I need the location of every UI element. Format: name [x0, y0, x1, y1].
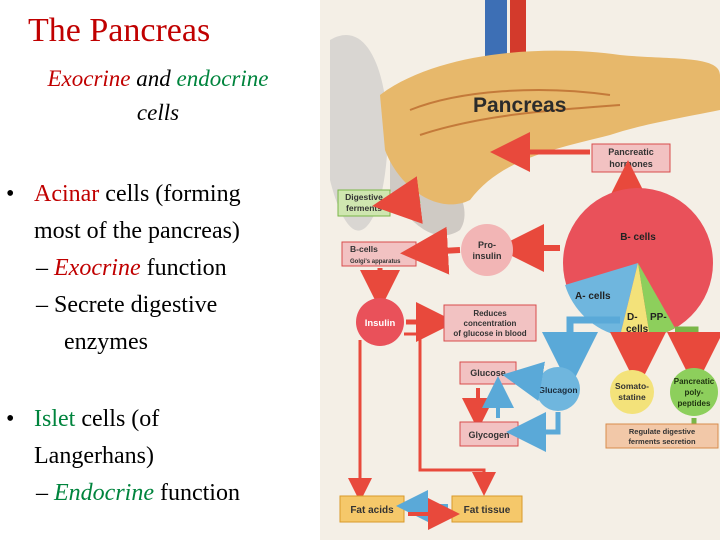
sub-endocrine-text: function	[153, 480, 240, 506]
subtitle-word-cells: cells	[136, 100, 180, 125]
reduces-box	[443, 304, 537, 342]
peptides-label-3: peptides	[678, 399, 711, 408]
sub-dash: –	[36, 255, 54, 281]
regulate-label-2: ferments secretion	[628, 437, 696, 446]
glucagon-circle	[536, 367, 580, 411]
diagram-svg: Pancreas Pancreatic hormones Digestive f…	[320, 0, 720, 540]
insulin-circle	[356, 298, 404, 346]
peptides-label-1: Pancreatic	[674, 377, 715, 386]
insulin-label: Insulin	[365, 318, 396, 329]
islet-pie-dcells	[620, 263, 650, 339]
bullet-dot: •	[6, 181, 15, 207]
sub-bullet-endocrine: – Endocrine function	[6, 475, 316, 512]
arrow-insulin-to-fat-tissue	[404, 332, 496, 496]
sub-dash: –	[36, 480, 54, 506]
arrow-glucagon-to-glucose	[502, 361, 546, 402]
hormones-label-2: hormones	[609, 159, 653, 169]
reduces-label-3: of glucose in blood	[453, 329, 526, 338]
pancreas-texture	[409, 89, 621, 136]
subtitle-word-exocrine: Exocrine	[47, 66, 131, 91]
sub-bullet-exocrine: – Exocrine function	[6, 250, 316, 287]
sub-bullet-secrete: – Secrete digestive enzymes	[6, 287, 316, 361]
bullet-acinar-keyword: Acinar	[34, 181, 100, 207]
bullet-islet-text: cells (of	[75, 406, 160, 432]
proinsulin-circle	[461, 224, 513, 276]
pancreas-organ	[380, 50, 720, 205]
pie-ppcells-label: PP-	[650, 312, 667, 323]
arrow-glucagon-to-glycogen	[506, 412, 561, 452]
proinsulin-label-1: Pro-	[478, 240, 496, 250]
fat-acids-box	[339, 495, 405, 523]
slide-subtitle: Exocrine and endocrine cells	[8, 62, 308, 130]
glycogen-label: Glycogen	[468, 430, 509, 440]
bullet-islet-keyword: Islet	[34, 406, 76, 432]
reduces-label-1: Reduces	[473, 309, 507, 318]
subtitle-word-endocrine: endocrine	[176, 66, 269, 91]
sub-endocrine-keyword: Endocrine	[54, 480, 154, 506]
islet-pie-ppcells	[638, 263, 675, 337]
somatostatine-label-2: statine	[618, 392, 646, 402]
digestive-label-1: Digestive	[345, 192, 383, 202]
sub-secrete-text-2: enzymes	[64, 329, 148, 355]
pie-dcells-label-2: cells	[626, 324, 649, 335]
bullet-acinar: • Acinar cells (forming most of the panc…	[6, 176, 316, 250]
somatostatine-circle	[610, 370, 654, 414]
bcells-label-1: B-cells	[350, 244, 378, 254]
pancreas-diagram: Pancreas Pancreatic hormones Digestive f…	[320, 0, 720, 540]
somatostatine-label-1: Somato-	[615, 381, 649, 391]
pie-bcells-label: B- cells	[620, 232, 656, 243]
sub-secrete-text: – Secrete digestive	[36, 292, 218, 318]
glucagon-label: Glucagon	[538, 385, 577, 395]
bullet-dot: •	[6, 406, 15, 432]
organ-label: Pancreas	[473, 94, 566, 117]
peptides-circle	[670, 368, 718, 416]
arrow-acells-to-glucagon	[542, 316, 620, 388]
fat-tissue-box	[451, 495, 523, 523]
vein-vessel	[485, 0, 507, 60]
slide-title: The Pancreas	[28, 12, 211, 49]
bullet-islet: • Islet cells (of Langerhans)	[6, 401, 316, 475]
pie-dcells-label-1: D-	[627, 312, 638, 323]
digestive-label-2: ferments	[346, 203, 382, 213]
peptides-label-2: poly-	[684, 388, 703, 397]
regulate-box	[605, 423, 719, 449]
subtitle-word-and: and	[130, 66, 177, 91]
fat-acids-label: Fat acids	[350, 505, 394, 516]
bullet-islet-text-2: Langerhans)	[34, 443, 154, 469]
regulate-label-1: Regulate digestive	[629, 427, 695, 436]
arrow-ppcells-to-peptides	[667, 326, 720, 388]
bullet-acinar-text: cells (forming	[99, 181, 241, 207]
glucose-label: Glucose	[470, 368, 506, 378]
bullet-acinar-text-2: most of the pancreas)	[34, 218, 240, 244]
hormones-label-1: Pancreatic	[608, 147, 654, 157]
bullet-list: • Acinar cells (forming most of the panc…	[6, 176, 316, 512]
sub-exocrine-text: function	[140, 255, 227, 281]
arrow-proinsulin-to-bcells	[400, 226, 461, 275]
bcells-label-2: Golgi's apparatus	[350, 259, 401, 265]
sub-exocrine-keyword: Exocrine	[54, 255, 141, 281]
pie-acells-label: A- cells	[575, 291, 611, 302]
fat-tissue-label: Fat tissue	[464, 505, 511, 516]
arrow-digestive	[372, 176, 423, 224]
bullet-spacer	[6, 361, 316, 401]
reduces-label-2: concentration	[464, 319, 517, 328]
proinsulin-label-2: insulin	[473, 251, 502, 261]
